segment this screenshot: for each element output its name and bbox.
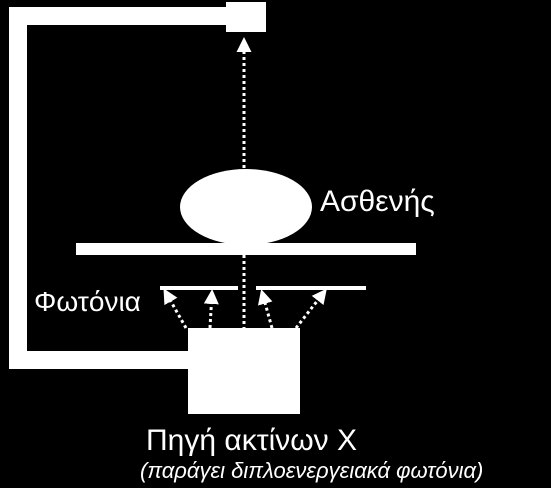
photons-label: Φωτόνια: [34, 286, 141, 317]
filter-line-left: [160, 286, 238, 290]
photon-arrow-1: [163, 288, 188, 329]
patient-table: [76, 243, 416, 255]
patient-label: Ασθενής: [320, 185, 435, 218]
xray-source-box: [188, 328, 300, 414]
feedback-frame: [9, 7, 226, 369]
photon-arrow-3: [257, 289, 274, 329]
filter-line-right: [256, 286, 366, 290]
xray-source-label: Πηγή ακτίνων Χ: [146, 424, 357, 457]
detector-box: [226, 2, 266, 32]
photon-arrow-2: [203, 289, 219, 329]
patient-ellipse: [180, 169, 312, 245]
xray-source-note: (παράγει διπλοενεργειακά φωτόνια): [140, 458, 484, 483]
photon-arrow-4: [294, 288, 327, 329]
